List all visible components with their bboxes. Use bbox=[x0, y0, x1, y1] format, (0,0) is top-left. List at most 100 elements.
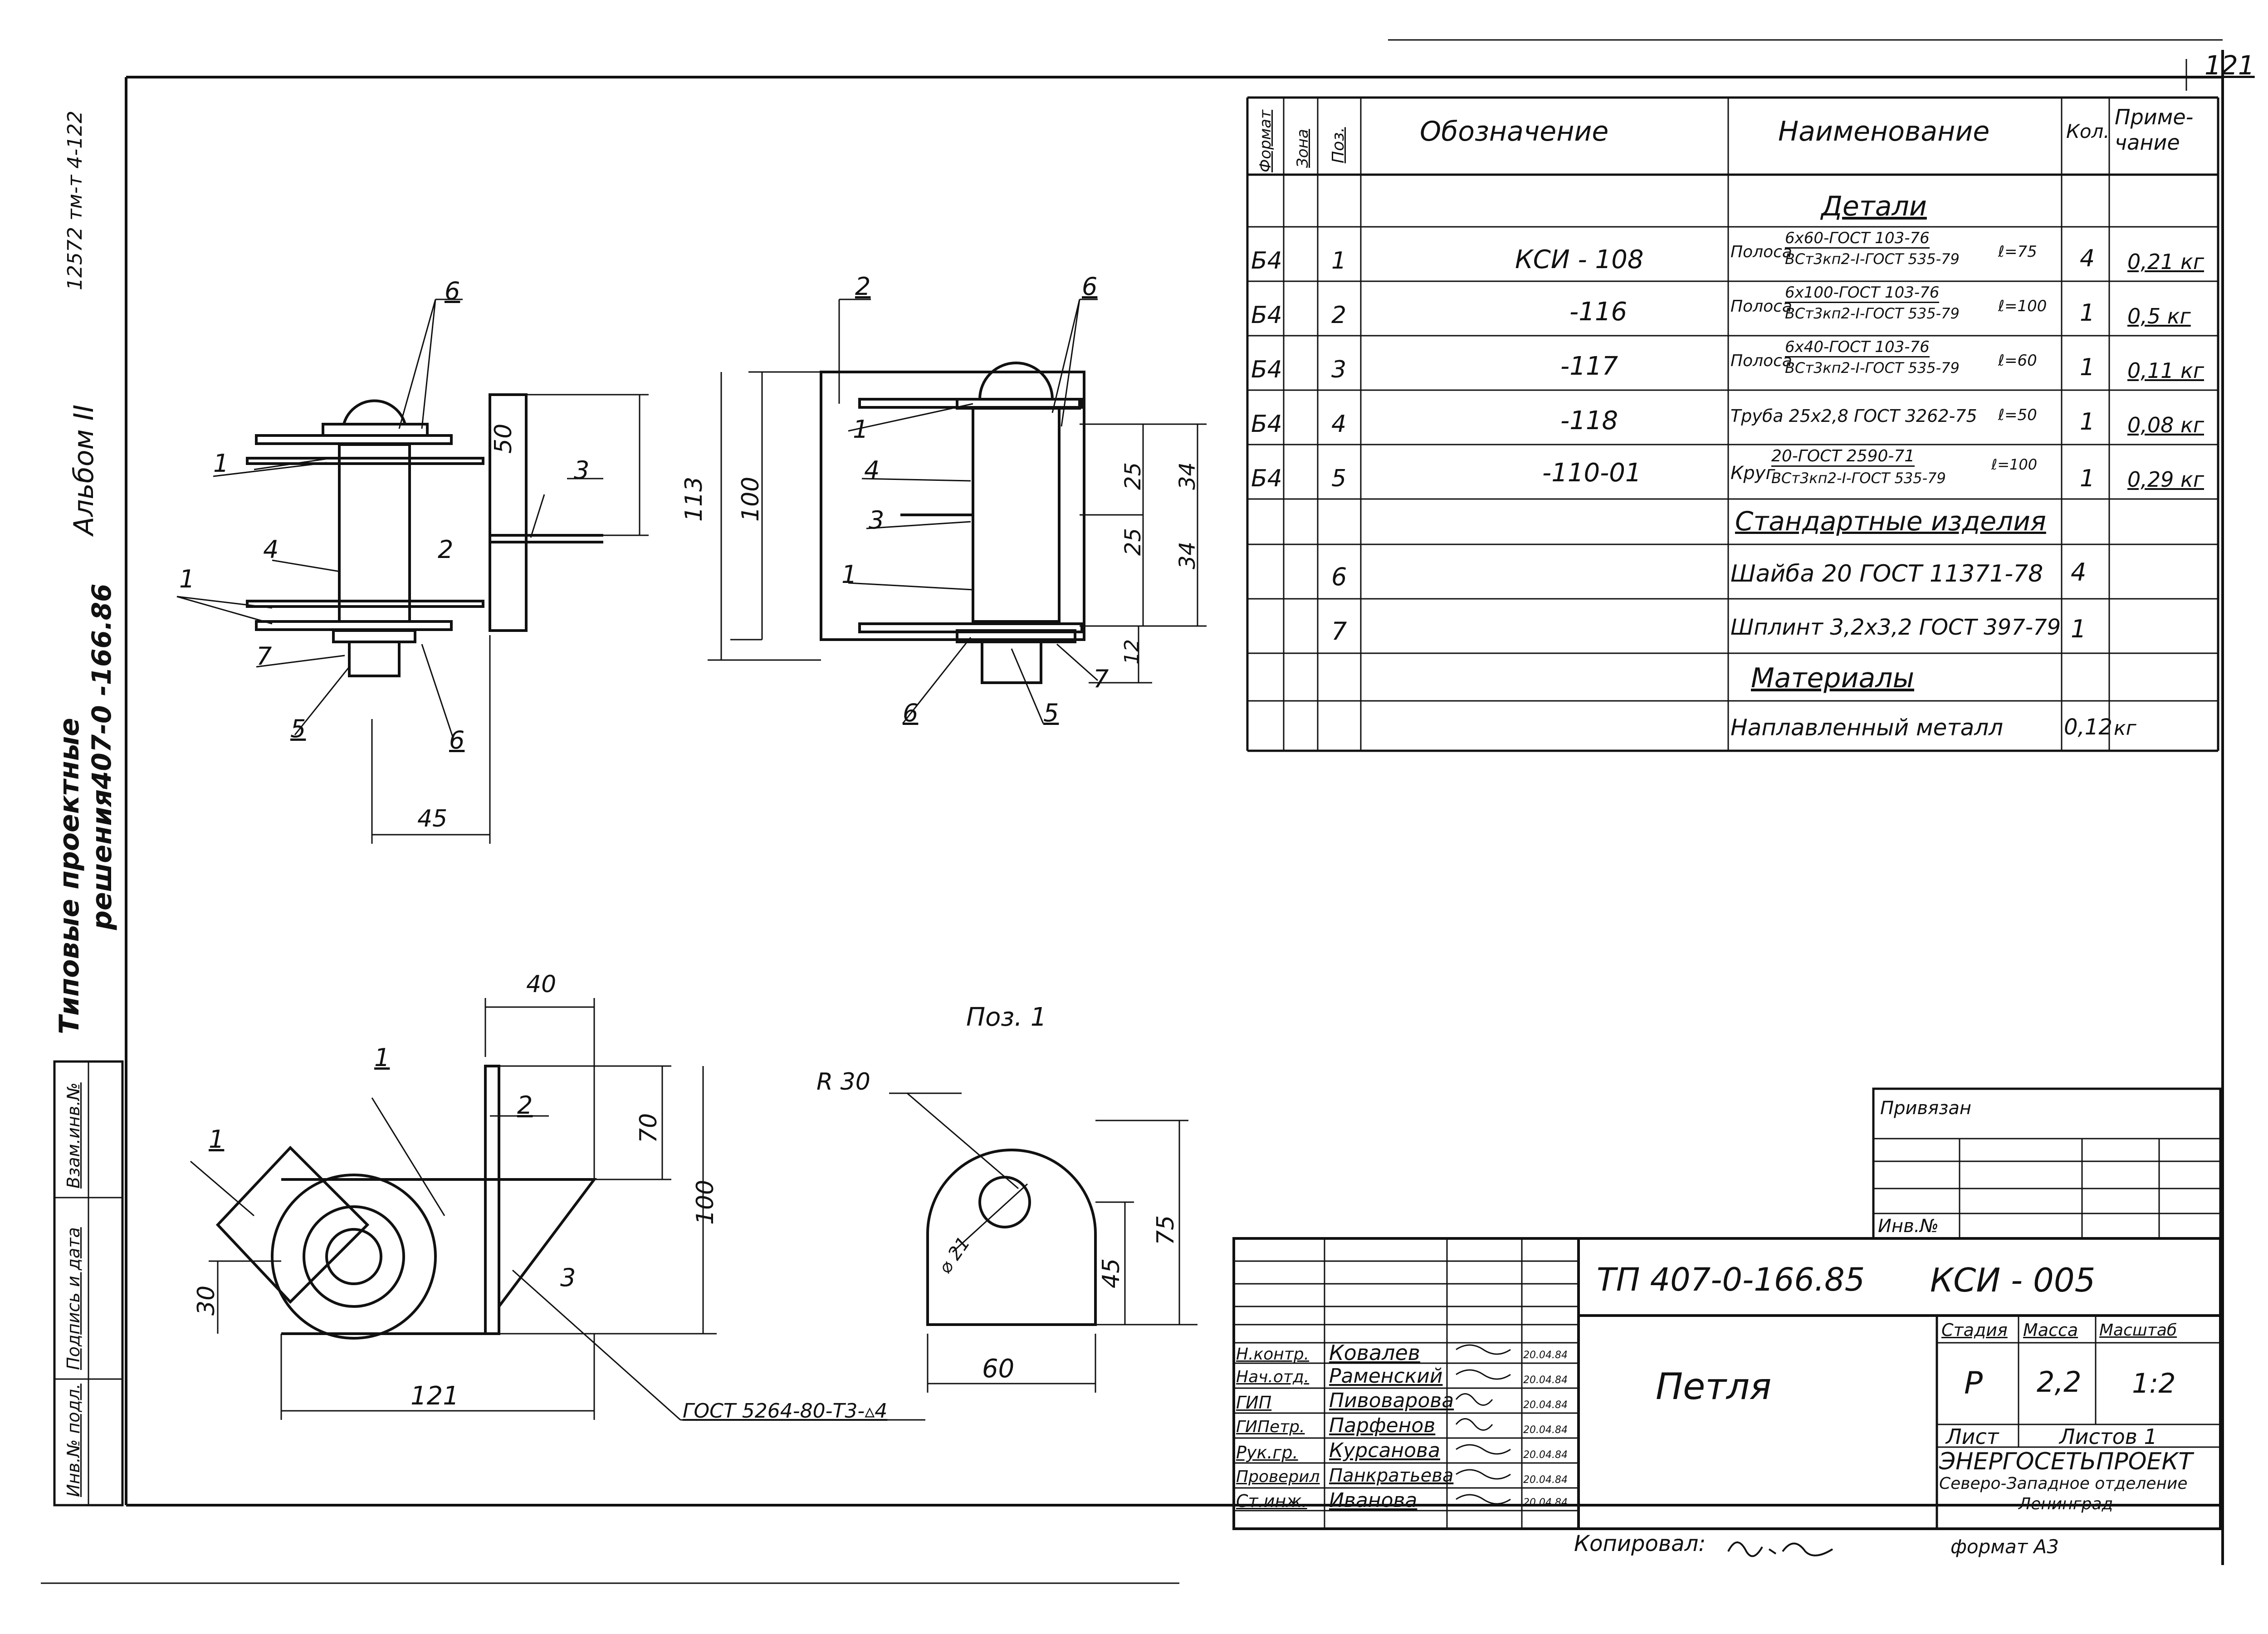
tb-date-2: 20.04.84 bbox=[1523, 1375, 1568, 1386]
callout-4-view2: 4 bbox=[864, 456, 880, 484]
tb-name-6: Панкратьева bbox=[1329, 1465, 1454, 1486]
tb-date-1: 20.04.84 bbox=[1523, 1350, 1568, 1361]
row1-name-top: 6х60-ГОСТ 103-76 bbox=[1785, 229, 1930, 249]
stage-value: Р bbox=[1964, 1365, 1983, 1401]
callout-5-view1: 5 bbox=[290, 714, 306, 743]
callout-3-view3: 3 bbox=[560, 1263, 576, 1292]
sheets-label: Листов 1 bbox=[2059, 1424, 2157, 1449]
row2-note: 0,5 кг bbox=[2127, 304, 2191, 328]
scale-value: 1:2 bbox=[2132, 1368, 2176, 1399]
row3-name-top: 6х40-ГОСТ 103-76 bbox=[1785, 338, 1930, 357]
row5-note: 0,29 кг bbox=[2127, 467, 2204, 492]
material-note: кг bbox=[2114, 717, 2136, 740]
row1-qty: 4 bbox=[2080, 245, 2095, 272]
doc-id: КСИ - 005 bbox=[1930, 1261, 2096, 1299]
row1-name-tail: ℓ=75 bbox=[1998, 243, 2037, 261]
row3-qty: 1 bbox=[2080, 354, 2095, 381]
pos1-caption: Поз. 1 bbox=[966, 1003, 1047, 1032]
view-front bbox=[246, 393, 603, 677]
dim-45-view1: 45 bbox=[417, 805, 448, 832]
row5-name-top: 20-ГОСТ 2590-71 bbox=[1771, 447, 1915, 467]
dim-r30: R 30 bbox=[816, 1068, 870, 1096]
row5-name-a: Круг bbox=[1730, 463, 1775, 484]
row2-name-a: Полоса bbox=[1730, 297, 1792, 316]
binding-title: Привязан bbox=[1880, 1098, 1972, 1119]
row5-pos: 5 bbox=[1331, 465, 1347, 492]
row4-name-tail: ℓ=50 bbox=[1998, 406, 2037, 424]
material-qty: 0,12 bbox=[2064, 714, 2112, 740]
row1-name-bottom: ВСт3кп2-I-ГОСТ 535-79 bbox=[1785, 250, 1960, 268]
std1-qty: 4 bbox=[2071, 558, 2087, 587]
row1-note: 0,21 кг bbox=[2127, 250, 2204, 274]
tb-date-7: 20.04.84 bbox=[1523, 1497, 1568, 1508]
callout-4-view1: 4 bbox=[263, 535, 279, 564]
view-side bbox=[820, 362, 1085, 684]
row4-pos: 4 bbox=[1331, 411, 1347, 438]
callout-6-view2-bottom: 6 bbox=[903, 699, 919, 727]
spec-section-materials: Материалы bbox=[1751, 662, 1914, 694]
doc-code: ТП 407-0-166.85 bbox=[1597, 1261, 1865, 1298]
row2-name-top: 6х100-ГОСТ 103-76 bbox=[1785, 284, 1940, 303]
copied-label: Копировал: bbox=[1574, 1531, 1706, 1556]
callout-6-view1-bottom: 6 bbox=[449, 726, 465, 754]
row4-qty: 1 bbox=[2080, 408, 2095, 435]
spec-header-name: Наименование bbox=[1778, 116, 1990, 147]
binding-inv: Инв.№ bbox=[1878, 1216, 1939, 1237]
row2-designation: -116 bbox=[1569, 297, 1628, 327]
row2-name-bottom: ВСт3кп2-I-ГОСТ 535-79 bbox=[1785, 305, 1960, 322]
callout-1-view2-bottom: 1 bbox=[841, 560, 857, 589]
sheet-number: 121 bbox=[2204, 50, 2255, 81]
std2-name: Шплинт 3,2х3,2 ГОСТ 397-79 bbox=[1730, 615, 2061, 640]
row3-note: 0,11 кг bbox=[2127, 358, 2204, 383]
tb-date-3: 20.04.84 bbox=[1523, 1399, 1568, 1411]
row3-name-a: Полоса bbox=[1730, 352, 1792, 370]
sheet-label: Лист bbox=[1946, 1424, 1999, 1449]
tb-name-3: Пивоварова bbox=[1329, 1389, 1454, 1412]
tb-role-3: ГИП bbox=[1236, 1393, 1272, 1413]
row5-name-bottom: ВСт3кп2-I-ГОСТ 535-79 bbox=[1771, 470, 1946, 487]
tb-role-2: Нач.отд. bbox=[1236, 1368, 1310, 1386]
row5-format: Б4 bbox=[1251, 465, 1282, 492]
mass-label: Масса bbox=[2023, 1320, 2078, 1340]
stage-label: Стадия bbox=[1941, 1320, 2008, 1340]
callout-6-view1: 6 bbox=[445, 277, 460, 305]
spec-header-qty: Кол. bbox=[2066, 120, 2110, 142]
dim-121: 121 bbox=[411, 1381, 459, 1411]
spec-section-standard: Стандартные изделия bbox=[1735, 506, 2046, 537]
org-city: Ленинград bbox=[2019, 1495, 2113, 1513]
row2-format: Б4 bbox=[1251, 302, 1282, 329]
tb-date-4: 20.04.84 bbox=[1523, 1424, 1568, 1436]
row5-designation: -110-01 bbox=[1542, 458, 1642, 488]
row4-designation: -118 bbox=[1560, 406, 1618, 435]
row4-name-a: Труба 25х2,8 ГОСТ 3262-75 bbox=[1730, 406, 1977, 426]
callout-1-view3-left: 1 bbox=[209, 1125, 225, 1154]
row1-name-a: Полоса bbox=[1730, 243, 1792, 261]
row3-designation: -117 bbox=[1560, 352, 1618, 381]
std2-qty: 1 bbox=[2071, 615, 2087, 643]
tb-role-6: Проверил bbox=[1236, 1468, 1320, 1486]
row3-name-bottom: ВСт3кп2-I-ГОСТ 535-79 bbox=[1785, 359, 1960, 377]
org-branch: Северо-Западное отделение bbox=[1939, 1474, 2188, 1493]
row3-name-tail: ℓ=60 bbox=[1998, 352, 2037, 370]
spec-header-note: Приме-чание bbox=[2115, 105, 2194, 155]
row5-name-tail: ℓ=100 bbox=[1991, 456, 2038, 473]
row1-designation: КСИ - 108 bbox=[1515, 245, 1644, 274]
row5-qty: 1 bbox=[2080, 465, 2095, 492]
spec-header-designation: Обозначение bbox=[1420, 116, 1609, 147]
row1-pos: 1 bbox=[1331, 247, 1347, 274]
std1-name: Шайба 20 ГОСТ 11371-78 bbox=[1730, 560, 2043, 587]
row4-note: 0,08 кг bbox=[2127, 413, 2204, 437]
callout-7-view2: 7 bbox=[1093, 665, 1109, 693]
callout-1-view2-top: 1 bbox=[853, 415, 869, 444]
row2-qty: 1 bbox=[2080, 299, 2095, 327]
callout-5-view2: 5 bbox=[1043, 699, 1059, 727]
callout-3-view1: 3 bbox=[574, 456, 590, 484]
tb-name-4: Парфенов bbox=[1329, 1414, 1436, 1437]
row2-name-tail: ℓ=100 bbox=[1998, 297, 2047, 315]
callout-7-view1: 7 bbox=[256, 642, 272, 670]
view-bottom-left bbox=[215, 1065, 597, 1340]
